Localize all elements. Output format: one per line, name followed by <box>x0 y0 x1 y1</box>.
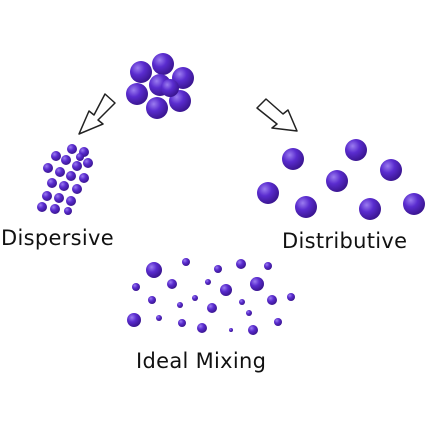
arrow-to-distributive <box>256 98 298 132</box>
agglomerate-cluster <box>126 53 194 119</box>
arrow-to-dispersive <box>78 93 116 135</box>
distributive-particles <box>257 139 425 220</box>
ideal-mixing-particles <box>127 258 295 335</box>
dispersive-label: Dispersive <box>1 226 114 250</box>
dispersive-particles <box>37 144 93 215</box>
ideal-mixing-label: Ideal Mixing <box>136 349 267 373</box>
distributive-label: Distributive <box>282 229 408 253</box>
